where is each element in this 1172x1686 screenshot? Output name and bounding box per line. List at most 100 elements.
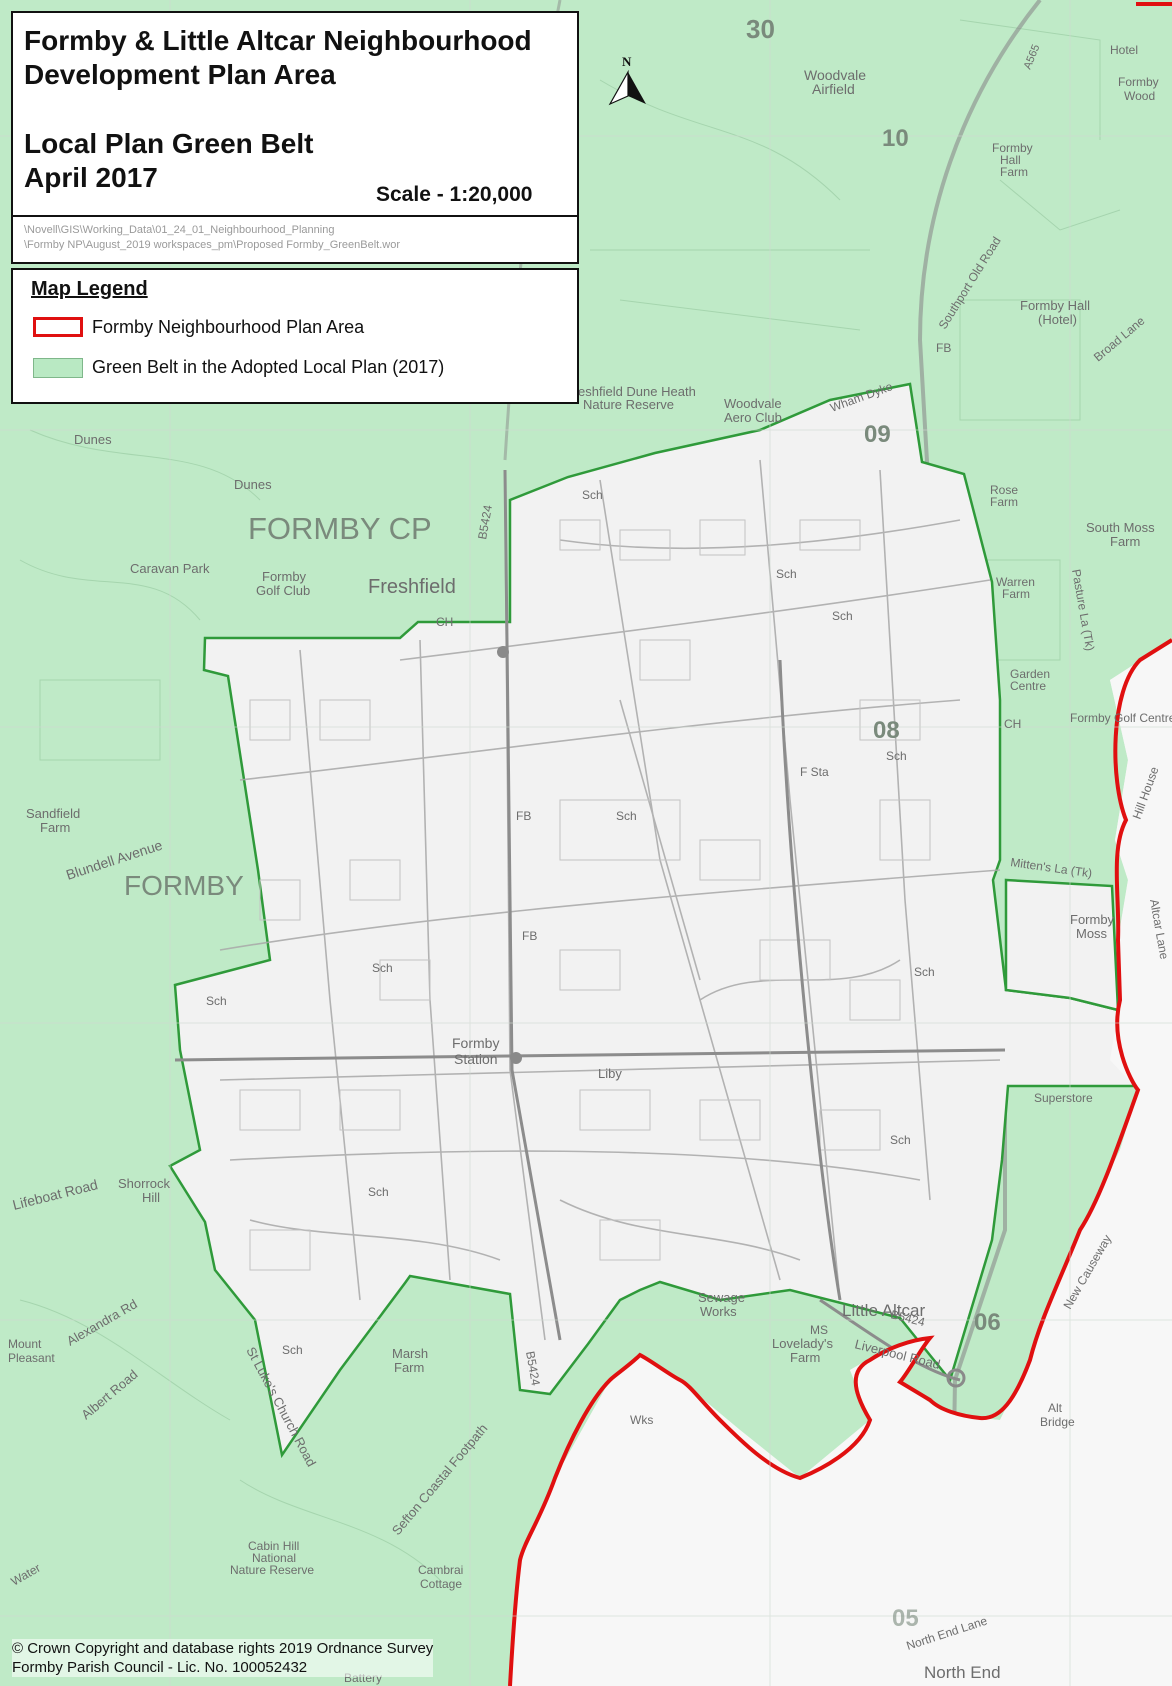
label-little-altcar: Little Altcar [842,1301,925,1320]
svg-text:(Hotel): (Hotel) [1038,312,1077,327]
svg-text:Farm: Farm [1110,534,1140,549]
title-line-1: Formby & Little Altcar Neighbourhood [24,25,532,56]
label-sch-1: Sch [582,488,603,502]
file-path-2: \Formby NP\August_2019 workspaces_pm\Pro… [24,239,401,251]
building-blocks [239,519,931,1271]
legend-swatch-plan-area [33,317,83,337]
grid-number-09: 09 [864,421,891,448]
label-dunes-2: Dunes [234,477,272,492]
label-hotel: Hotel [1110,43,1138,57]
svg-text:Bridge: Bridge [1040,1415,1075,1429]
label-lovelady-ms: MS [810,1323,828,1337]
label-fb-1: FB [516,809,531,823]
label-alt-bridge: Alt [1048,1401,1063,1415]
label-woodvale-airfield: Woodvale [804,67,866,83]
label-formby-hall-hotel: Formby Hall [1020,298,1090,313]
label-rose-farm: Rose [990,483,1018,497]
svg-text:Station: Station [454,1051,498,1067]
legend-label-plan-area: Formby Neighbourhood Plan Area [92,317,365,337]
svg-text:Pleasant: Pleasant [8,1351,55,1365]
grid-number-10: 10 [882,125,909,152]
scale-text: Scale - 1:20,000 [376,183,533,206]
urban-east-strip [1004,878,1120,1012]
label-north-end: North End [924,1663,1001,1682]
label-shorrock-hill: Shorrock [118,1176,171,1191]
svg-text:Golf Club: Golf Club [256,583,310,598]
label-formby-golf: Formby [262,569,307,584]
svg-text:Hall: Hall [1000,153,1021,167]
terrain-texture [19,19,1121,1581]
plan-area-boundary[interactable] [508,2,1172,1686]
label-ch-2: CH [1004,717,1021,731]
grid-number-30: 30 [746,14,775,44]
legend-panel: Map Legend Formby Neighbourhood Plan Are… [11,268,579,404]
label-sch-5: Sch [372,961,393,975]
roundabout-marker [946,1368,966,1388]
label-formby-moss: Formby [1070,912,1115,927]
svg-text:Lovelady's: Lovelady's [772,1336,834,1351]
urban-area[interactable] [168,382,1142,1459]
label-dunes-1: Dunes [74,432,112,447]
label-sch-8: Sch [890,1133,911,1147]
svg-text:Farm: Farm [1000,165,1028,179]
svg-text:N: N [622,54,632,69]
copyright-notice: © Crown Copyright and database rights 20… [12,1639,434,1677]
label-formby-golf-centre: Formby Golf Centre [1070,711,1172,725]
station-marker-formby [510,1052,522,1064]
svg-text:Farm: Farm [394,1360,424,1375]
label-sch-2: Sch [832,609,853,623]
label-mount-pleasant: Mount [8,1337,42,1351]
label-superstore: Superstore [1034,1091,1093,1105]
label-formby: FORMBY [124,870,244,901]
label-cabin-hill: Cabin Hill [248,1539,299,1553]
svg-text:Moss: Moss [1076,926,1108,941]
label-freshfield: Freshfield [368,576,456,598]
svg-text:National: National [252,1551,296,1565]
svg-text:Farm: Farm [1002,587,1030,601]
title-line-3: Local Plan Green Belt [24,128,314,159]
file-path-1: \Novell\GIS\Working_Data\01_24_01_Neighb… [24,224,335,236]
svg-text:Farm: Farm [990,495,1018,509]
label-b5424-c: B5424 [523,1350,543,1387]
label-wks: Wks [630,1413,653,1427]
label-garden-centre: Garden [1010,667,1050,681]
svg-text:Wood: Wood [1124,89,1155,103]
label-south-moss: South Moss [1086,520,1155,535]
label-sandfield: Sandfield [26,806,80,821]
svg-text:Nature Reserve: Nature Reserve [583,397,674,412]
label-fb-2: FB [522,929,537,943]
svg-text:Farm: Farm [40,820,70,835]
label-fsta: F Sta [800,765,829,779]
svg-text:Airfield: Airfield [812,81,855,97]
grid-number-06: 06 [974,1309,1001,1336]
label-sch-4: Sch [616,809,637,823]
outside-area-southeast [510,640,1172,1686]
label-sch-7: Sch [914,965,935,979]
label-formby-wood: Formby [1118,75,1159,89]
label-formby-hall-farm: Formby [992,141,1033,155]
label-woodvale-aero: Woodvale [724,396,782,411]
label-ch-1: CH [436,615,453,629]
title-divider [13,215,577,217]
copyright-line-2: Formby Parish Council - Lic. No. 1000524… [12,1659,308,1676]
svg-text:Centre: Centre [1010,679,1046,693]
label-b5424-a: B5424 [475,504,495,541]
station-marker-freshfield [497,646,509,658]
legend-swatch-green-belt [33,358,83,378]
svg-text:Hill: Hill [142,1190,160,1205]
svg-text:Works: Works [700,1304,737,1319]
label-sch-10: Sch [282,1343,303,1357]
grid-number-05: 05 [892,1605,919,1632]
label-cambrai: Cambrai [418,1563,463,1577]
label-freshfield-dune: eshfield Dune Heath [578,384,696,399]
label-sch-3: Sch [886,749,907,763]
label-caravan-park: Caravan Park [130,561,210,576]
label-liby: Liby [598,1066,622,1081]
svg-text:Nature Reserve: Nature Reserve [230,1563,314,1577]
grid-number-08: 08 [873,717,900,744]
svg-text:Cottage: Cottage [420,1577,462,1591]
copyright-line-1: © Crown Copyright and database rights 20… [12,1640,434,1657]
